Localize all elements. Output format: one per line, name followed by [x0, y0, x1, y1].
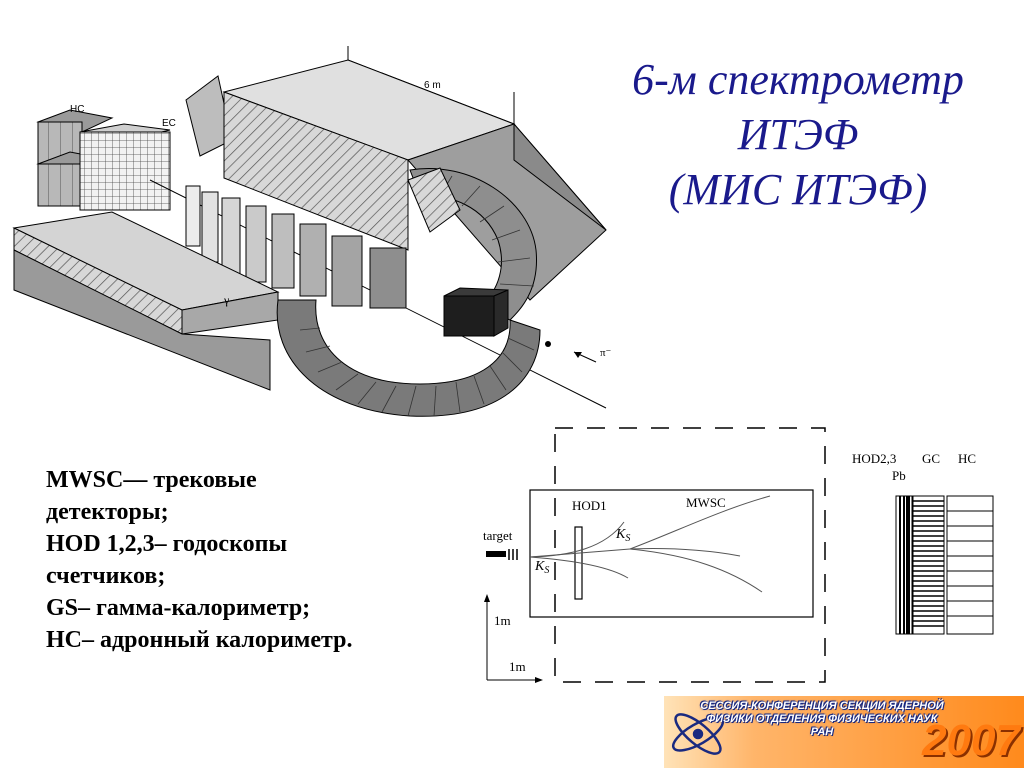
- scale-bar-vertical: [484, 594, 490, 680]
- pb-label: Pb: [892, 468, 906, 483]
- banner-text: СЕССИЯ-КОНФЕРЕНЦИЯ СЕКЦИИ ЯДЕРНОЙ ФИЗИКИ…: [700, 700, 944, 739]
- tracking-chambers: [185, 185, 407, 309]
- banner-line-2: ФИЗИКИ ОТДЕЛЕНИЯ ФИЗИЧЕСКИХ НАУК: [706, 713, 938, 725]
- schematic-diagram: target HOD1 MWSC KS KS: [483, 427, 994, 683]
- hod23-pb-stack: [895, 495, 913, 635]
- banner-line-1: СЕССИЯ-КОНФЕРЕНЦИЯ СЕКЦИИ ЯДЕРНОЙ: [700, 700, 944, 712]
- beam-label: π⁻: [600, 347, 612, 359]
- magnet-coil-ring: [276, 168, 541, 417]
- magnet-upper-front-face: [407, 167, 461, 233]
- scale-bar-horizontal: [487, 677, 543, 683]
- banner-background: [664, 696, 1024, 768]
- banner-line-3: РАН: [810, 726, 834, 738]
- scale-vertical-label: 1m: [494, 613, 511, 628]
- hc-calorimeter-schematic: [946, 495, 994, 635]
- scale-horizontal-label: 1m: [509, 659, 526, 674]
- ec-label-3d: EC: [162, 118, 176, 129]
- ks-label-upper: KS: [615, 527, 630, 544]
- gc-label: GC: [922, 451, 940, 466]
- legend-line-4: счетчиков;: [46, 563, 166, 589]
- banner-year: 2007: [922, 716, 1020, 765]
- gamma-spectrometer-block: [443, 287, 509, 337]
- hc-label-3d: HC: [70, 104, 84, 115]
- hod23-label: HOD2,3: [852, 451, 896, 466]
- beam-arrow: π⁻: [573, 347, 612, 363]
- dimension-label: 6 m: [424, 80, 441, 91]
- title-line-2: ИТЭФ: [737, 110, 859, 159]
- detector-legend: MWSC— трековые детекторы; HOD 1,2,3– год…: [46, 464, 446, 656]
- particle-tracks: [529, 495, 771, 593]
- gc-calorimeter: [912, 495, 945, 635]
- title-line-3: (МИС ИТЭФ): [668, 165, 928, 214]
- ks-label-lower: KS: [534, 559, 549, 576]
- legend-line-3: HOD 1,2,3– годоскопы: [46, 531, 288, 557]
- mwsc-label: MWSC: [686, 495, 726, 510]
- magnet-lower-left-block: γ: [12, 211, 280, 391]
- conference-banner: СЕССИЯ-КОНФЕРЕНЦИЯ СЕКЦИИ ЯДЕРНОЙ ФИЗИКИ…: [664, 696, 1024, 768]
- magnet-outline-dashed: [554, 427, 826, 683]
- hod1-label: HOD1: [572, 498, 607, 513]
- legend-line-2: детекторы;: [46, 499, 169, 525]
- atom-logo-icon: [671, 713, 725, 755]
- target-label: target: [483, 528, 513, 543]
- target-point: [545, 341, 551, 347]
- ec-calorimeter-block: EC: [79, 118, 176, 211]
- legend-line-6: HC– адронный калориметр.: [46, 627, 353, 653]
- slide-title: 6-м спектрометр ИТЭФ (МИС ИТЭФ): [598, 52, 998, 217]
- legend-line-1: MWSC— трековые: [46, 467, 257, 493]
- target-symbol: [486, 549, 518, 560]
- legend-line-5: GS– гамма-калориметр;: [46, 595, 311, 621]
- hc-label-schematic: HC: [958, 451, 976, 466]
- mwsc-volume: [529, 489, 814, 618]
- title-line-1: 6-м спектрометр: [632, 55, 964, 104]
- gamma-label-3d: γ: [223, 293, 230, 307]
